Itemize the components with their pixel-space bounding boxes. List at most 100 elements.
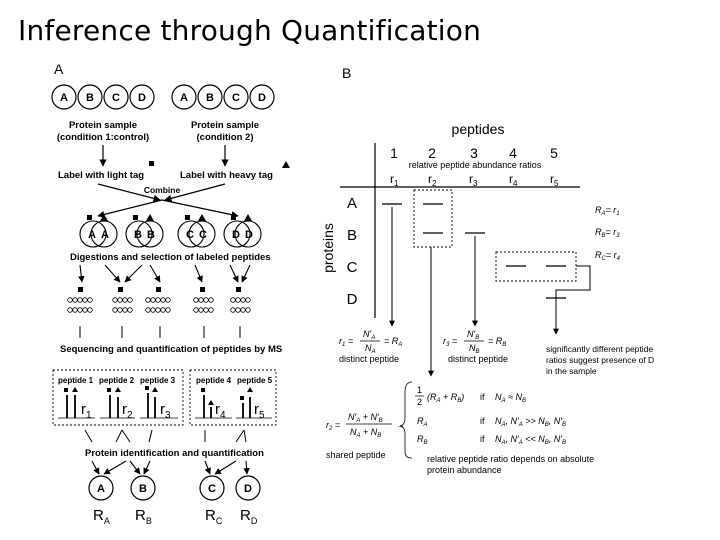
peptide-number: 1 <box>390 145 398 161</box>
peptide-label: peptide 1 <box>58 376 94 385</box>
abundance-dashes <box>382 203 566 299</box>
label-heavy-tag: Label with heavy tag <box>180 170 273 181</box>
protein-label: D <box>245 229 253 241</box>
protein-label: D <box>138 92 146 104</box>
svg-text:(RA + RB): (RA + RB) <box>427 392 464 404</box>
peptide-label: peptide 2 <box>99 376 135 385</box>
protein-label: B <box>147 229 155 241</box>
ratio-r4: r4 <box>215 401 226 421</box>
relative-ratio-note: relative peptide ratio depends on absolu… <box>427 454 594 464</box>
protein-label: D <box>232 229 240 241</box>
protein-label: C <box>199 229 207 241</box>
right-ratio-B: RB= r3 <box>595 227 620 239</box>
formula-r3: r3 = N′B NB = RB <box>443 329 506 355</box>
svg-text:NA ≈ NB: NA ≈ NB <box>495 392 526 404</box>
svg-text:r2 =: r2 = <box>326 420 340 432</box>
ratio-col: r3 <box>469 172 478 188</box>
svg-text:if: if <box>480 416 485 426</box>
protein-label: C <box>112 92 120 104</box>
significant-note: in the sample <box>546 366 597 376</box>
svg-text:= RA: = RA <box>384 336 402 348</box>
protein-label: C <box>186 229 194 241</box>
svg-text:N′A + N′B: N′A + N′B <box>348 412 383 424</box>
svg-text:1: 1 <box>417 385 422 395</box>
protein-label: C <box>208 483 216 495</box>
peptide-number: 4 <box>509 145 517 161</box>
peptide-bead-groups <box>67 297 251 313</box>
light-tag-square <box>149 161 154 166</box>
right-ratio-A: RA= r1 <box>595 205 620 217</box>
svg-text:r1 =: r1 = <box>339 336 353 348</box>
svg-text:2: 2 <box>417 397 422 407</box>
tag-markers <box>87 214 252 221</box>
ratio-r5: r5 <box>254 401 265 421</box>
sequencing-label: Sequencing and quantification of peptide… <box>60 344 282 355</box>
protein-row: C <box>347 259 358 276</box>
result-RD: RD <box>240 507 258 526</box>
svg-text:NA, N′A << NB, N′B: NA, N′A << NB, N′B <box>495 434 566 446</box>
protein-row: D <box>347 291 358 308</box>
protein-label: A <box>97 483 105 495</box>
digestion-label: Digestions and selection of labeled pept… <box>70 252 271 263</box>
protein-label: D <box>244 483 252 495</box>
sample-2-label: Protein sample <box>191 120 259 131</box>
sample-1-condition: (condition 1:control) <box>57 132 149 143</box>
ratio-r1: r1 <box>81 401 92 421</box>
ms-box-right <box>189 369 277 426</box>
relative-ratio-note: protein abundance <box>427 465 502 475</box>
formula-r2: r2 = N′A + N′B NA + NB → 1 2 (RA + RB) i… <box>326 381 566 459</box>
protein-circles-condition-2 <box>171 84 275 110</box>
proteins-header: proteins <box>320 223 336 273</box>
bead-tags <box>78 287 241 292</box>
svg-text:if: if <box>480 434 485 444</box>
label-light-tag: Label with light tag <box>58 170 144 181</box>
protein-circles-condition-1 <box>51 84 155 110</box>
protein-label: A <box>180 92 188 104</box>
protein-label: D <box>258 92 266 104</box>
significant-box <box>495 251 577 282</box>
protein-row: B <box>347 227 357 244</box>
svg-text:N′B: N′B <box>467 329 479 341</box>
shared-peptide-label: shared peptide <box>326 450 386 460</box>
slide-title: Inference through Quantification <box>18 14 482 47</box>
sample-1-label: Protein sample <box>69 120 137 131</box>
protein-label: A <box>88 229 96 241</box>
ratio-subheader: relative peptide abundance ratios <box>409 160 542 170</box>
peptide-number: 5 <box>550 145 558 161</box>
identification-label: Protein identification and quantificatio… <box>85 448 264 459</box>
svg-text:NB: NB <box>469 343 480 355</box>
sample-2-condition: (condition 2) <box>197 132 254 143</box>
ratio-col: r2 <box>428 172 437 188</box>
svg-text:NA: NA <box>365 343 376 355</box>
ratio-col: r4 <box>509 172 518 188</box>
result-RA: RA <box>93 507 110 526</box>
ratio-r2: r2 <box>122 401 133 421</box>
ratio-col: r5 <box>550 172 559 188</box>
result-RC: RC <box>205 507 223 526</box>
svg-text:r3 =: r3 = <box>443 336 457 348</box>
svg-text:RA: RA <box>417 416 428 428</box>
protein-label: B <box>139 483 147 495</box>
ms-box-left <box>52 369 184 426</box>
ratio-col: r1 <box>390 172 399 188</box>
ratio-r3: r3 <box>160 401 171 421</box>
protein-label: B <box>206 92 214 104</box>
peptides-header: peptides <box>452 121 505 137</box>
panel-b: B peptides proteins 1 2 3 4 5 relative p… <box>320 65 654 475</box>
protein-label: C <box>232 92 240 104</box>
peptide-label: peptide 3 <box>140 376 176 385</box>
peptide-label: peptide 5 <box>237 376 273 385</box>
distinct-peptide-2: distinct peptide <box>448 354 508 364</box>
panel-b-label: B <box>342 65 351 81</box>
peptide-label: peptide 4 <box>196 376 232 385</box>
svg-text:if: if <box>480 392 485 402</box>
significant-note: significantly different peptide <box>546 344 653 354</box>
peptide-number: 2 <box>428 145 436 161</box>
significant-note: ratios suggest presence of D <box>546 355 654 365</box>
svg-text:→: → <box>396 420 405 430</box>
svg-text:= RB: = RB <box>488 336 506 348</box>
shared-peptide-box <box>413 189 453 248</box>
svg-text:NA + NB: NA + NB <box>350 427 381 439</box>
formula-r1: r1 = N′A NA = RA <box>339 329 402 355</box>
